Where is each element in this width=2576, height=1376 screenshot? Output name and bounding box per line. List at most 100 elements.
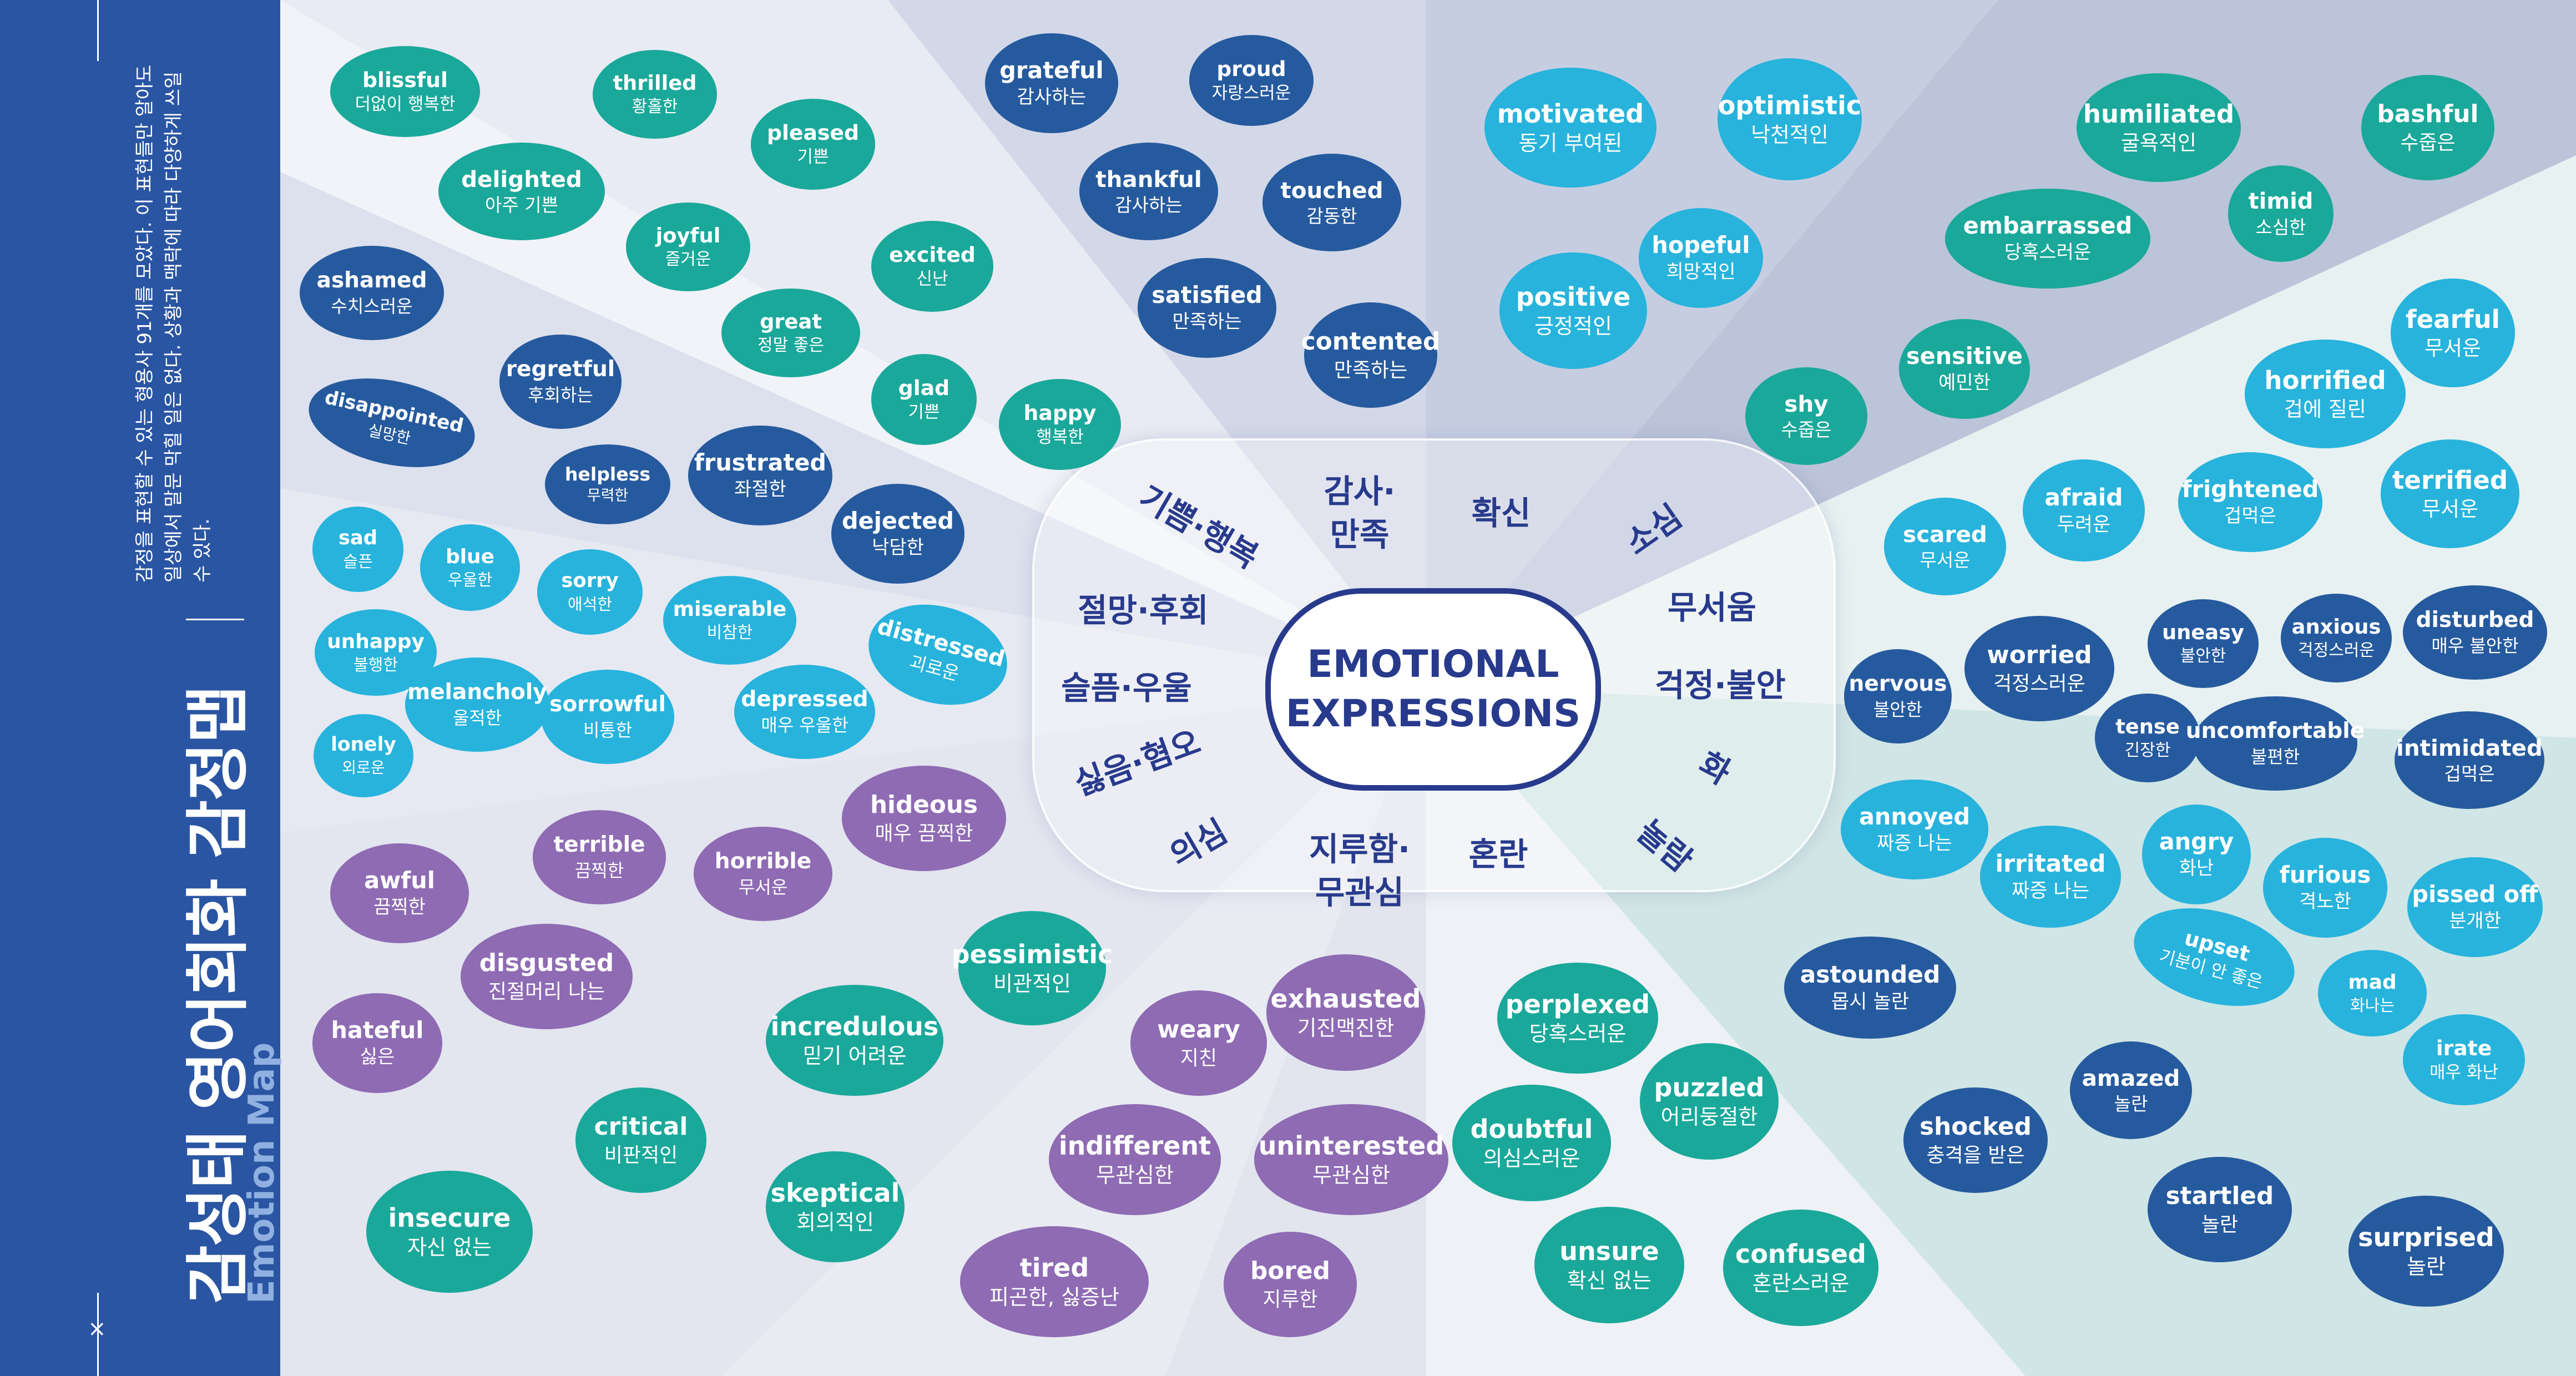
sidebar-divider <box>186 619 244 620</box>
emotion-word: disgusted <box>479 949 614 978</box>
emotion-word: satisfied <box>1151 281 1262 308</box>
emotion-translation: 낙천적인 <box>1751 122 1829 147</box>
emotion-translation: 수줍은 <box>2400 131 2456 154</box>
emotion-word: great <box>760 309 822 333</box>
emotion-word: furious <box>2279 861 2371 888</box>
emotion-translation: 매우 불안한 <box>2431 635 2519 657</box>
emotion-translation: 감동한 <box>1306 205 1357 227</box>
emotion-word: irate <box>2436 1035 2492 1060</box>
emotion-word: optimistic <box>1718 90 1862 120</box>
emotion-translation: 짜증 나는 <box>1877 832 1952 855</box>
center-title-line1: EMOTIONAL <box>1307 643 1559 687</box>
emotion-word: bashful <box>2377 100 2479 129</box>
emotion-translation: 황홀한 <box>632 97 678 117</box>
emotion-word: disturbed <box>2416 608 2534 633</box>
emotion-translation: 정말 좋은 <box>757 336 824 356</box>
emotion-word: blissful <box>362 67 448 92</box>
emotion-translation: 비참한 <box>706 623 753 643</box>
emotion-word: dejected <box>842 507 954 534</box>
emotion-word: sad <box>338 527 378 550</box>
emotion-translation: 회의적인 <box>796 1210 874 1235</box>
emotion-word: uneasy <box>2161 620 2245 644</box>
emotion-translation: 지루한 <box>1262 1288 1318 1311</box>
category-label-sadness: 슬픔·우울 <box>1061 669 1192 707</box>
emotion-translation: 불안한 <box>1873 699 1923 721</box>
emotion-word: hideous <box>870 791 978 819</box>
emotion-word: happy <box>1023 400 1097 425</box>
emotion-translation: 수줍은 <box>1781 419 1832 441</box>
category-label-thanks: 감사· 만족 <box>1324 472 1396 554</box>
emotion-word: surprised <box>2358 1222 2494 1252</box>
emotion-translation: 매우 우울한 <box>761 715 848 736</box>
emotion-translation: 자신 없는 <box>407 1235 492 1259</box>
emotion-bubble-great: great 정말 좋은 <box>721 289 860 377</box>
emotion-translation: 비관적인 <box>993 971 1071 996</box>
emotion-word: nervous <box>1848 671 1947 697</box>
emotion-word: weary <box>1157 1015 1240 1044</box>
emotion-word: fearful <box>2406 304 2500 334</box>
emotion-word: amazed <box>2082 1064 2180 1091</box>
emotion-word: motivated <box>1497 98 1644 129</box>
emotion-translation: 만족하는 <box>1334 358 1408 382</box>
category-label-despair: 절망·후회 <box>1078 591 1209 629</box>
emotion-translation: 혼란스러운 <box>1752 1271 1850 1296</box>
emotion-word: shocked <box>1920 1112 2032 1141</box>
emotion-word: sensitive <box>1906 342 2023 370</box>
emotion-word: uninterested <box>1258 1130 1444 1161</box>
emotion-translation: 당혹스러운 <box>2004 241 2092 264</box>
emotion-word: angry <box>2159 828 2234 855</box>
emotion-word: pleased <box>767 120 859 145</box>
emotion-word: exhausted <box>1270 983 1421 1014</box>
emotion-translation: 매우 끔찍한 <box>875 822 973 845</box>
emotion-translation: 무서운 <box>738 877 788 898</box>
emotion-translation: 즐거운 <box>665 250 711 270</box>
emotion-word: blue <box>446 545 494 568</box>
emotion-translation: 격노한 <box>2299 891 2351 913</box>
emotion-translation: 울적한 <box>452 707 502 729</box>
emotion-translation: 충격을 받은 <box>1926 1144 2025 1167</box>
emotion-translation: 화나는 <box>2350 996 2395 1015</box>
emotion-word: grateful <box>999 57 1104 84</box>
emotion-word: positive <box>1516 281 1631 312</box>
emotion-translation: 기진맥진한 <box>1297 1015 1395 1040</box>
emotion-word: critical <box>594 1112 688 1141</box>
emotion-translation: 끔찍한 <box>373 896 426 919</box>
emotion-word: depressed <box>741 687 868 712</box>
emotion-word: regretful <box>506 357 615 382</box>
emotion-translation: 몹시 놀란 <box>1831 991 1909 1014</box>
emotion-translation: 무서운 <box>1920 549 1971 571</box>
emotion-translation: 동기 부여된 <box>1518 130 1623 155</box>
emotion-word: awful <box>364 867 435 894</box>
emotion-translation: 진절머리 나는 <box>488 980 605 1003</box>
emotion-word: afraid <box>2044 483 2123 511</box>
emotion-translation: 신난 <box>916 269 948 290</box>
emotion-word: tired <box>1019 1252 1089 1283</box>
